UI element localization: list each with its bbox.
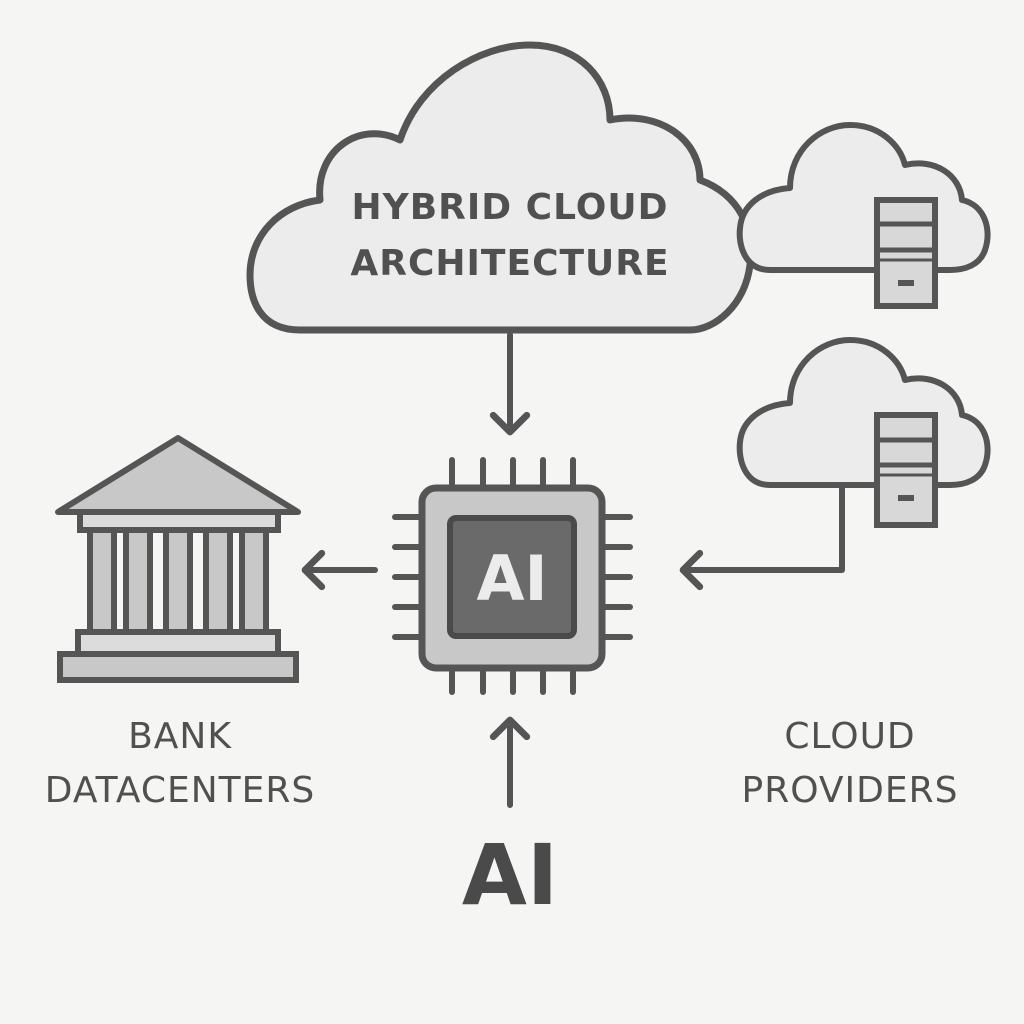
bank-label-line-1: BANK bbox=[128, 716, 232, 757]
chip-label: AI bbox=[476, 542, 548, 615]
providers-label-line-1: CLOUD bbox=[784, 716, 916, 757]
bank-datacenters-label: BANK DATACENTERS bbox=[20, 710, 340, 818]
arrow-providers-to-chip bbox=[679, 484, 845, 591]
cloud-providers-label: CLOUD PROVIDERS bbox=[700, 710, 1000, 818]
cloud-provider-mid-icon bbox=[736, 337, 991, 528]
server-icon bbox=[874, 197, 938, 309]
providers-label-line-2: PROVIDERS bbox=[741, 770, 959, 811]
ai-chip-icon bbox=[392, 457, 633, 695]
bank-label-line-2: DATACENTERS bbox=[44, 770, 316, 811]
cloud-architecture-title: HYBRID CLOUD ARCHITECTURE bbox=[300, 180, 720, 292]
ai-source-label: AI bbox=[461, 826, 559, 924]
bank-building-icon bbox=[55, 435, 301, 683]
cloud-title-line-1: HYBRID CLOUD bbox=[351, 187, 669, 228]
cloud-title-line-2: ARCHITECTURE bbox=[350, 243, 670, 284]
server-icon bbox=[874, 412, 938, 528]
cloud-provider-top-icon bbox=[736, 122, 991, 309]
